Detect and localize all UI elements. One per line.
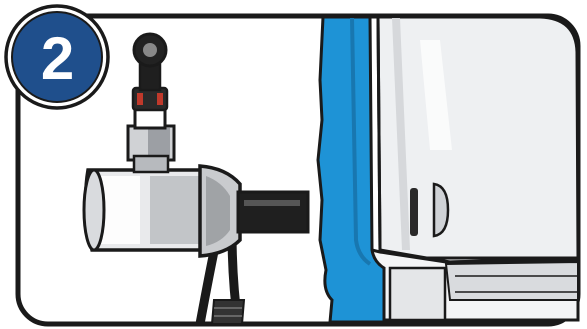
step-number: 2	[11, 12, 104, 105]
cabinet-slot	[410, 188, 418, 236]
cabinet-latch	[434, 184, 448, 236]
valve-outlet-nozzle	[238, 192, 308, 232]
appliance-cabinet-panel	[372, 17, 578, 320]
rotary-solenoid-valve	[84, 166, 240, 256]
